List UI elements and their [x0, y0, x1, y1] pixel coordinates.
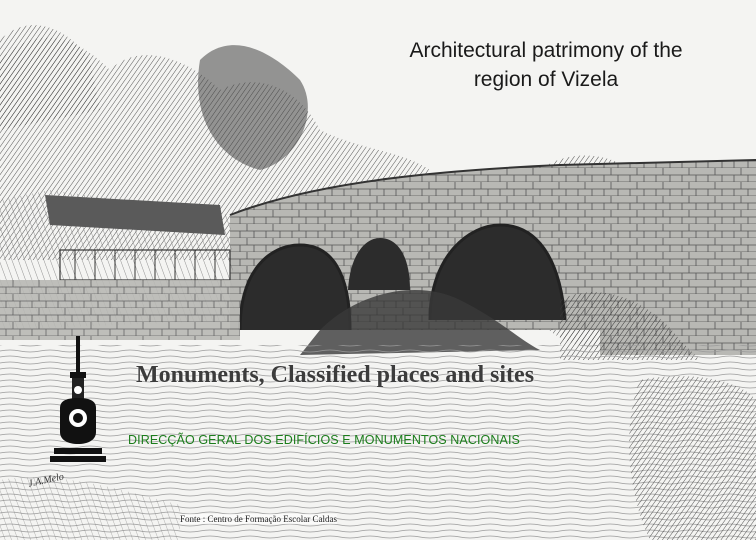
page-title: Architectural patrimony of the region of…: [366, 36, 726, 94]
page-title-line-2: region of Vizela: [473, 68, 619, 91]
page-title-line-1: Architectural patrimony of the: [409, 39, 683, 62]
source-credit: Fonte : Centro de Formação Escolar Calda…: [180, 514, 337, 524]
monument-emblem-icon: [50, 336, 106, 462]
direccao-geral-link[interactable]: DIRECÇÃO GERAL DOS EDIFÍCIOS E MONUMENTO…: [128, 433, 520, 447]
monuments-classified-places-link[interactable]: Monuments, Classified places and sites: [136, 362, 535, 388]
